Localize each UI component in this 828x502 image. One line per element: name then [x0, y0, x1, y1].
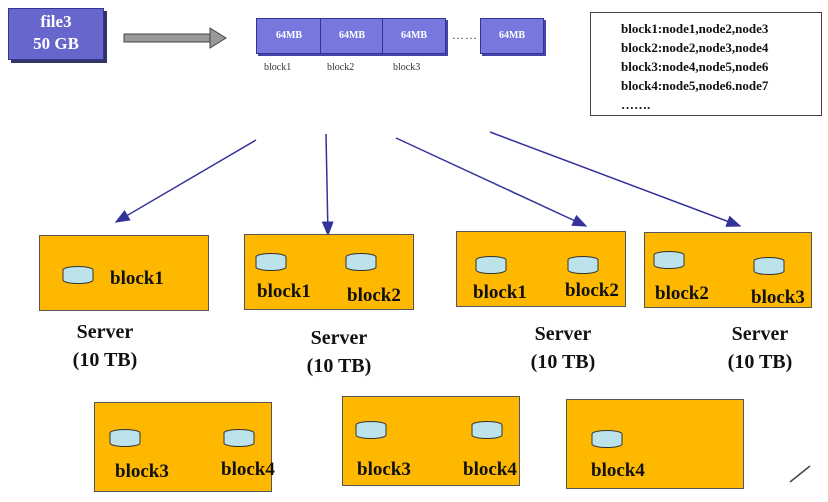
disk-icon	[471, 421, 503, 439]
disk-icon	[591, 430, 623, 448]
block-label: block3	[357, 459, 411, 480]
disk-icon	[255, 253, 287, 271]
disk-icon	[109, 429, 141, 447]
mapping-line: block1:node1,node2,node3	[621, 21, 769, 36]
distribution-arrow	[321, 133, 334, 237]
chunk-block2: 64MB	[320, 18, 384, 54]
block-mapping-table: block1:node1,node2,node3 block2:node2,no…	[590, 12, 822, 116]
server-title: Server	[731, 323, 789, 345]
chunk-block1: 64MB	[256, 18, 322, 54]
server-caption-1: Server (10 TB)	[50, 318, 160, 374]
block-label: block4	[591, 460, 645, 481]
disk-icon	[345, 253, 377, 271]
file-name: file3	[40, 12, 72, 31]
corner-mark	[789, 465, 811, 483]
disk-icon	[223, 429, 255, 447]
disk-icon	[355, 421, 387, 439]
server-3: block1 block2	[456, 231, 626, 307]
server-caption-3: Server (10 TB)	[508, 320, 618, 376]
disk-icon	[653, 251, 685, 269]
server-capacity: (10 TB)	[727, 351, 793, 373]
file-box: file3 50 GB	[8, 8, 104, 60]
block-label: block4	[463, 459, 517, 480]
mapping-line: block4:node5,node6.node7	[621, 78, 769, 93]
distribution-arrow	[489, 131, 742, 227]
server-caption-4: Server (10 TB)	[705, 320, 815, 376]
block-label: block3	[751, 287, 805, 308]
block-label: block3	[115, 461, 169, 482]
chunk-ellipsis: ……	[452, 28, 478, 42]
disk-icon	[62, 266, 94, 284]
block-label: block2	[655, 283, 709, 304]
chunk-label-1: block1	[264, 62, 292, 73]
server-capacity: (10 TB)	[306, 355, 372, 377]
block-label: block1	[473, 282, 527, 303]
server-6: block3 block4	[342, 396, 520, 486]
chunk-blockn: 64MB	[480, 18, 544, 54]
distribution-arrow	[114, 139, 257, 223]
disk-icon	[475, 256, 507, 274]
chunk-label-2: block2	[327, 62, 355, 73]
disk-icon	[567, 256, 599, 274]
mapping-line: block2:node2,node3,node4	[621, 40, 769, 55]
server-2: block1 block2	[244, 234, 414, 310]
chunk-block3: 64MB	[382, 18, 446, 54]
server-4: block2 block3	[644, 232, 812, 308]
server-7: block4	[566, 399, 744, 489]
block-label: block1	[257, 281, 311, 302]
server-capacity: (10 TB)	[72, 349, 138, 371]
server-title: Server	[310, 327, 368, 349]
server-caption-2: Server (10 TB)	[284, 324, 394, 380]
server-capacity: (10 TB)	[530, 351, 596, 373]
server-5: block3 block4	[94, 402, 275, 492]
server-title: Server	[76, 321, 134, 343]
block-label: block1	[110, 268, 164, 289]
disk-icon	[753, 257, 785, 275]
server-1: block1	[39, 235, 209, 311]
block-label: block2	[347, 285, 401, 306]
block-label: block4	[221, 459, 275, 480]
distribution-arrow	[395, 137, 588, 227]
server-title: Server	[534, 323, 592, 345]
file-size: 50 GB	[33, 34, 79, 53]
mapping-line: block3:node4,node5,node6	[621, 59, 769, 74]
mapping-line: …….	[621, 97, 651, 112]
chunk-label-3: block3	[393, 62, 421, 73]
split-arrow	[123, 27, 227, 49]
block-label: block2	[565, 280, 619, 301]
